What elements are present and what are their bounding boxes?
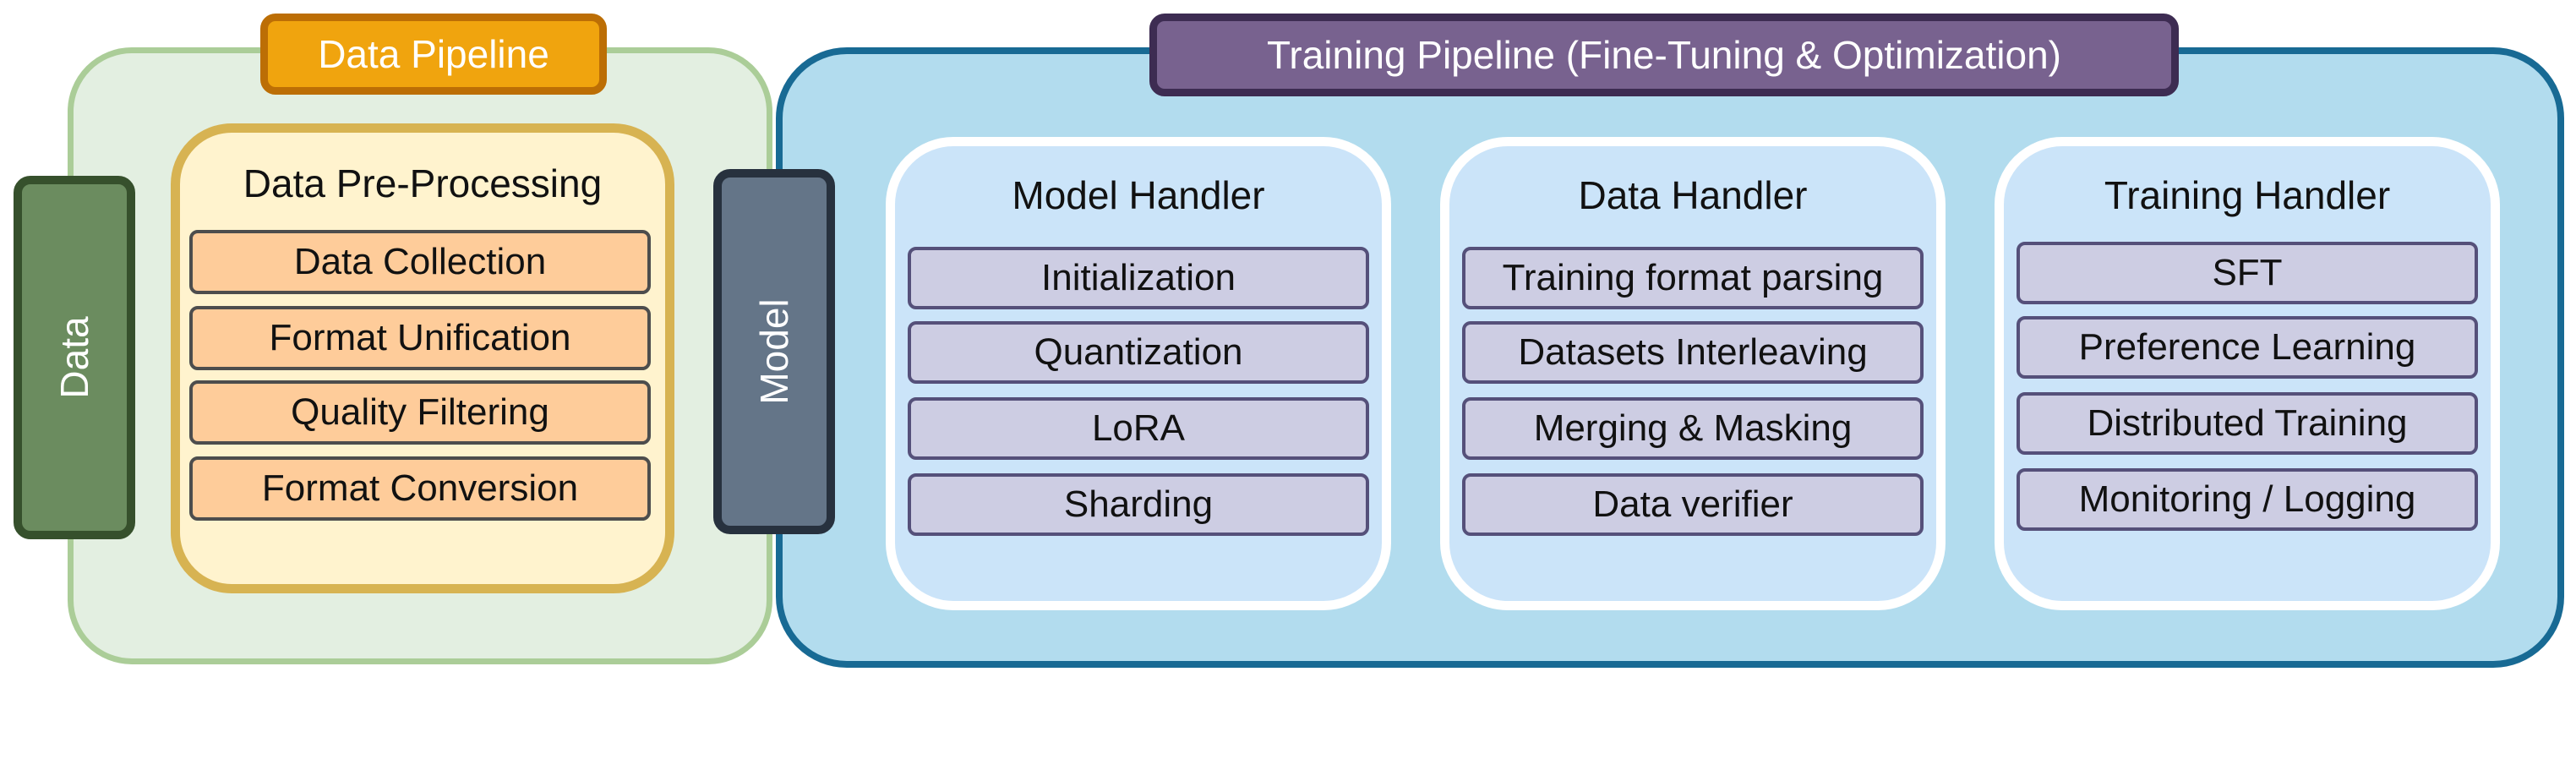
data-handler-item-interleaving: Datasets Interleaving xyxy=(1462,321,1924,384)
data-input-label: Data xyxy=(52,316,96,399)
preprocess-step-format-unification: Format Unification xyxy=(189,306,651,370)
training-pipeline-title: Training Pipeline (Fine-Tuning & Optimiz… xyxy=(1149,14,2179,96)
training-handler-item-distributed-training: Distributed Training xyxy=(2017,392,2478,455)
model-input-tab: Model xyxy=(713,169,835,534)
model-input-label: Model xyxy=(752,298,796,405)
data-input-tab: Data xyxy=(14,176,135,539)
data-handler-item-merging-masking: Merging & Masking xyxy=(1462,397,1924,460)
model-handler-item-initialization: Initialization xyxy=(908,247,1369,309)
data-handler-item-format-parsing: Training format parsing xyxy=(1462,247,1924,309)
model-handler-item-sharding: Sharding xyxy=(908,473,1369,536)
training-handler-item-preference-learning: Preference Learning xyxy=(2017,316,2478,379)
preprocess-step-quality-filtering: Quality Filtering xyxy=(189,380,651,445)
training-pipeline-title-text: Training Pipeline (Fine-Tuning & Optimiz… xyxy=(1267,33,2061,77)
training-handler-item-monitoring-logging: Monitoring / Logging xyxy=(2017,468,2478,531)
data-handler-item-data-verifier: Data verifier xyxy=(1462,473,1924,536)
data-pipeline-title: Data Pipeline xyxy=(260,14,607,95)
training-handler-item-sft: SFT xyxy=(2017,242,2478,304)
model-handler-title: Model Handler xyxy=(1012,173,1265,217)
preprocess-step-format-conversion: Format Conversion xyxy=(189,456,651,521)
data-handler-title: Data Handler xyxy=(1578,173,1808,217)
model-handler-item-lora: LoRA xyxy=(908,397,1369,460)
data-pipeline-title-text: Data Pipeline xyxy=(318,32,549,76)
preprocess-step-data-collection: Data Collection xyxy=(189,230,651,294)
data-preprocessing-title: Data Pre-Processing xyxy=(243,161,603,205)
model-handler-item-quantization: Quantization xyxy=(908,321,1369,384)
training-handler-title: Training Handler xyxy=(2104,173,2391,217)
